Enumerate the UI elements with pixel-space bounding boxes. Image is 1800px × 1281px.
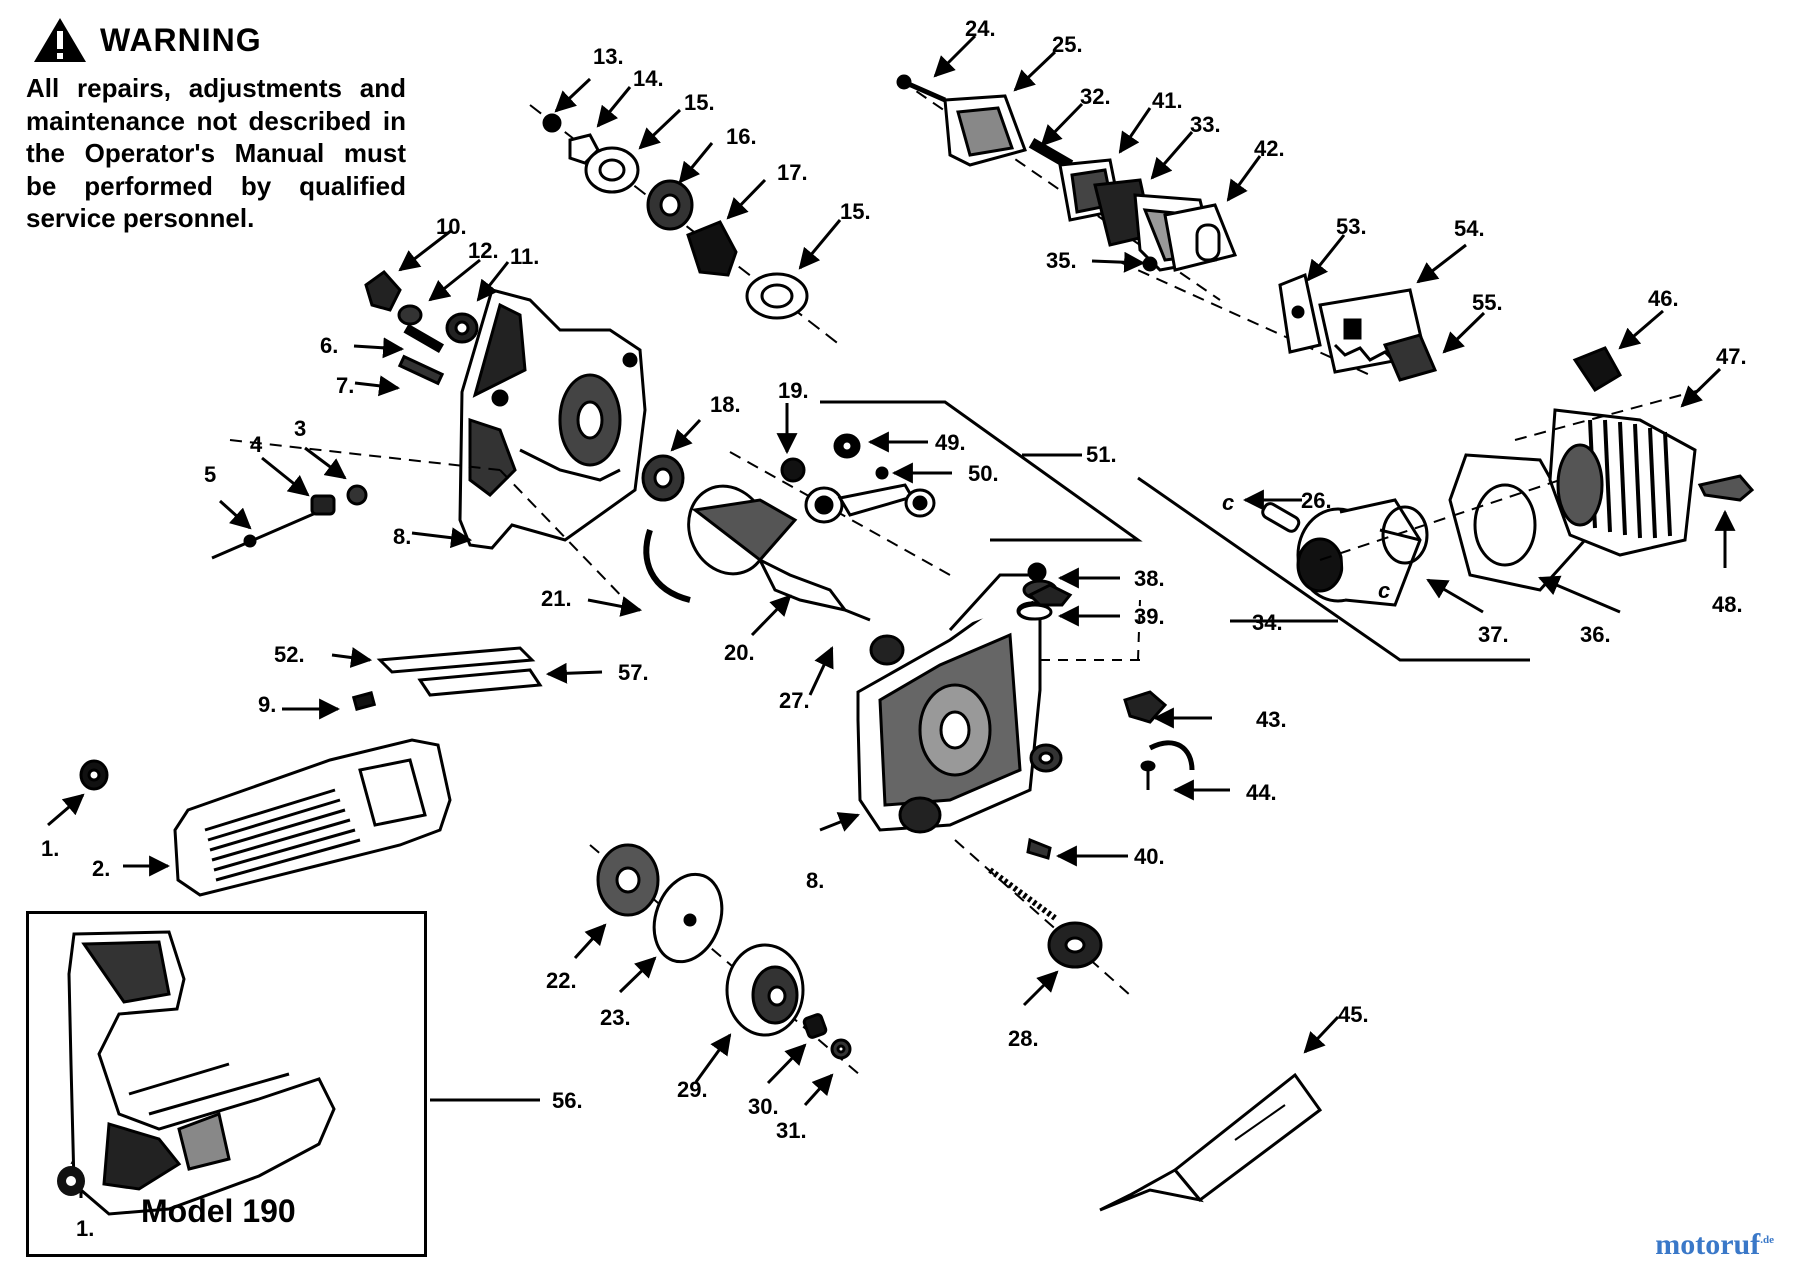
- callout-label: 6.: [320, 333, 338, 358]
- callout-label: 18.: [710, 392, 741, 417]
- warning-triangle-icon: [34, 18, 86, 62]
- callout-label: 45.: [1338, 1002, 1369, 1027]
- clip-marker-c: c: [1378, 578, 1390, 603]
- callout-label: 56.: [552, 1088, 583, 1113]
- leader-arrows: [47, 34, 1736, 1198]
- callout-label: 38.: [1134, 566, 1165, 591]
- model-label: Model 190: [141, 1193, 296, 1229]
- callout-label: 3: [294, 416, 306, 441]
- callout-label: 31.: [776, 1118, 807, 1143]
- callout-label: 52.: [274, 642, 305, 667]
- crankshaft: [641, 433, 951, 622]
- callout-label: 55.: [1472, 290, 1503, 315]
- callout-label: 21.: [541, 586, 572, 611]
- callout-label: 48.: [1712, 592, 1743, 617]
- callout-label: 19.: [778, 378, 809, 403]
- model-190-inset: Model 190: [26, 911, 427, 1257]
- callout-label: 40.: [1134, 844, 1165, 869]
- callout-label: 37.: [1478, 622, 1509, 647]
- watermark: motoruf.de: [1655, 1228, 1774, 1262]
- callout-label: 42.: [1254, 136, 1285, 161]
- callout-label: 50.: [968, 461, 999, 486]
- callout-label: 8.: [806, 868, 824, 893]
- callout-label: 33.: [1190, 112, 1221, 137]
- callout-label: 49.: [935, 430, 966, 455]
- crankcase-left-half: [458, 288, 647, 550]
- callout-label: 39.: [1134, 604, 1165, 629]
- callout-label: 15.: [684, 90, 715, 115]
- callout-label: 23.: [600, 1005, 631, 1030]
- callout-label: 16.: [726, 124, 757, 149]
- callout-label: 43.: [1256, 707, 1287, 732]
- callout-label: 12.: [468, 238, 499, 263]
- top-bearing-stack: [529, 104, 841, 346]
- callout-label: 57.: [618, 660, 649, 685]
- callout-label: 25.: [1052, 32, 1083, 57]
- callout-label: 15.: [840, 199, 871, 224]
- callout-label: 14.: [633, 66, 664, 91]
- piston-cylinder: [1261, 346, 1755, 607]
- callout-label: 2.: [92, 856, 110, 881]
- grease-tube: [1099, 1072, 1323, 1212]
- callout-label: 20.: [724, 640, 755, 665]
- callout-label: 17.: [777, 160, 808, 185]
- warning-box: WARNING All repairs, adjustments and mai…: [26, 16, 406, 235]
- warning-title: WARNING: [100, 21, 262, 58]
- callout-label: 28.: [1008, 1026, 1039, 1051]
- grouping-brackets: [820, 400, 1530, 662]
- callout-label: 29.: [677, 1077, 708, 1102]
- callout-label: 1.: [41, 836, 59, 861]
- warning-text: All repairs, adjustments and maintenance…: [26, 73, 406, 233]
- callout-label: 47.: [1716, 344, 1747, 369]
- callout-label: 41.: [1152, 88, 1183, 113]
- muffler-airfilter-parts: [896, 74, 1438, 382]
- callout-label: 4: [250, 432, 263, 457]
- clip-marker-c: c: [1222, 490, 1234, 515]
- callout-label: 22.: [546, 968, 577, 993]
- callout-label: 51.: [1086, 442, 1117, 467]
- watermark-brand: motoruf: [1655, 1228, 1761, 1261]
- side-cover: [79, 738, 452, 897]
- crankcase-right-half: [856, 562, 1141, 834]
- callout-label: 13.: [593, 44, 624, 69]
- callout-label: 5: [204, 462, 216, 487]
- callout-label: 53.: [1336, 214, 1367, 239]
- model-190-cover-drawing: [57, 930, 336, 1216]
- callout-label: 34.: [1252, 610, 1283, 635]
- clutch-and-sprocket: [589, 837, 1131, 1076]
- callout-label: 26.: [1301, 488, 1332, 513]
- callout-label: 36.: [1580, 622, 1611, 647]
- decals: [351, 646, 543, 711]
- callout-label: 7.: [336, 373, 354, 398]
- left-small-parts: [211, 269, 479, 560]
- watermark-tld: .de: [1760, 1234, 1774, 1246]
- callout-label: 30.: [748, 1094, 779, 1119]
- callout-label: 11.: [510, 244, 539, 269]
- callout-label: 35.: [1046, 248, 1077, 273]
- callout-label: 44.: [1246, 780, 1277, 805]
- callout-label: 8.: [393, 524, 411, 549]
- callout-label: 27.: [779, 688, 810, 713]
- callout-label: 32.: [1080, 84, 1111, 109]
- callout-label: 54.: [1454, 216, 1485, 241]
- callout-label: 9.: [258, 692, 276, 717]
- callout-label: 10.: [436, 214, 467, 239]
- callout-label: 24.: [965, 16, 996, 41]
- callout-labels: 1. 1. 2. 3 4 5 6. 7. 8. 8. 9. 10. 11. 12…: [41, 16, 1747, 1241]
- callout-label: 46.: [1648, 286, 1679, 311]
- callout-label: 1.: [76, 1216, 94, 1241]
